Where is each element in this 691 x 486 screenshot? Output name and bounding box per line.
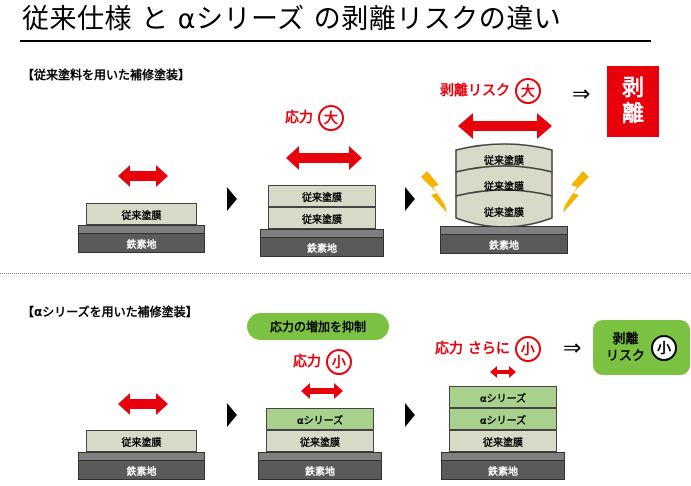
- stress-arrow-small: [118, 165, 168, 187]
- next-step-arrow: [405, 403, 415, 427]
- stress-suppress-badge: 応力の増加を抑制: [247, 313, 389, 340]
- lightning-icon: [421, 171, 447, 213]
- steel-base-top: [440, 226, 568, 234]
- coat-label: 従来塗膜: [484, 208, 524, 219]
- low-risk-result-box: 剥離 リスク 小: [593, 320, 690, 375]
- conventional-coat-layer: 従来塗膜: [266, 430, 374, 452]
- size-badge-small: 小: [514, 336, 541, 362]
- coat-label: 従来塗膜: [484, 156, 524, 167]
- stress-arrow-large: [458, 113, 552, 139]
- result-arrow: ⇒: [572, 82, 591, 107]
- size-badge-large: 大: [514, 78, 541, 104]
- alpha-series-layer: αシリーズ: [449, 408, 557, 430]
- conventional-coat-layer: 従来塗膜: [86, 203, 197, 225]
- next-step-arrow: [227, 403, 237, 427]
- conventional-coat-layer: 従来塗膜: [268, 185, 376, 207]
- steel-base-top: [78, 452, 205, 460]
- steel-base-top: [441, 452, 565, 460]
- steel-base: 鉄素地: [260, 237, 384, 257]
- conventional-coat-layer: 従来塗膜: [86, 430, 197, 452]
- steel-base-top: [258, 452, 382, 460]
- section-label-alpha: 【αシリーズを用いた補修塗装】: [22, 305, 198, 319]
- coat-label: 従来塗膜: [484, 182, 524, 193]
- conventional-coat-layer: 従来塗膜: [268, 207, 376, 229]
- alpha-series-layer: αシリーズ: [266, 408, 374, 430]
- next-step-arrow: [405, 187, 415, 211]
- section-label-conventional: 【従来塗料を用いた補修塗装】: [22, 68, 191, 82]
- stress-arrow-medium: [286, 146, 362, 170]
- steel-base: 鉄素地: [441, 460, 565, 480]
- size-badge-small: 小: [651, 334, 677, 361]
- stress-arrow-small: [118, 393, 168, 415]
- stress-arrow-mini: [490, 366, 516, 378]
- steel-base-top: [260, 229, 384, 237]
- peel-result-box: 剥 離: [607, 66, 659, 137]
- alpha-series-layer: αシリーズ: [449, 386, 557, 408]
- steel-base: 鉄素地: [258, 460, 382, 480]
- steel-base: 鉄素地: [440, 234, 568, 254]
- steel-base-top: [78, 225, 205, 233]
- curled-coating-stack: [455, 143, 553, 228]
- peel-risk-label: 剥離リスク 大: [440, 78, 541, 104]
- steel-base: 鉄素地: [78, 233, 205, 253]
- page-title: 従来仕様 と αシリーズ の剥離リスクの違い: [22, 4, 562, 35]
- result-arrow: ⇒: [563, 336, 582, 361]
- lightning-icon: [563, 171, 589, 213]
- steel-base: 鉄素地: [78, 460, 205, 480]
- size-badge-small: 小: [325, 349, 352, 375]
- size-badge-large: 大: [317, 105, 344, 131]
- next-step-arrow: [227, 187, 237, 211]
- stress-label: 応力 大: [285, 105, 344, 131]
- title-underline: [20, 40, 651, 42]
- conventional-coat-layer: 従来塗膜: [449, 430, 557, 452]
- stress-label: 応力 小: [293, 349, 352, 375]
- stress-arrow-tiny: [301, 383, 343, 399]
- stress-label-further: 応力 さらに 小: [435, 336, 541, 362]
- section-divider: [0, 273, 691, 274]
